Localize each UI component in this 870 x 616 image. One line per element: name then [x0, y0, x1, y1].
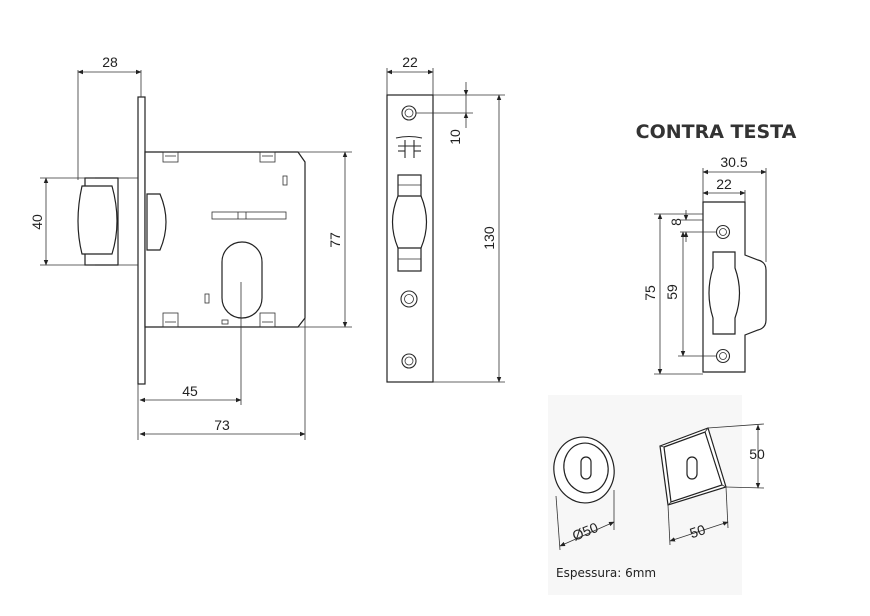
screw-hole-icon — [401, 353, 417, 369]
strike-opening — [708, 251, 741, 335]
dim-faceplate-height: 130 — [481, 226, 497, 250]
keyhole-icon — [686, 456, 698, 480]
dim-square-rose-height: 50 — [749, 446, 765, 462]
case-notch — [162, 151, 179, 163]
lever-slot — [211, 211, 287, 220]
dim-faceplate-width: 22 — [402, 54, 418, 70]
screw-hole-icon — [400, 290, 418, 308]
dim-body-width: 73 — [214, 417, 230, 433]
keyhole-icon — [221, 241, 263, 319]
case-notch — [162, 312, 179, 328]
round-rose: Ø50 — [553, 436, 615, 551]
square-rose: 50 50 — [659, 423, 765, 546]
dim-square-rose-width: 50 — [688, 521, 708, 541]
brand-logo-icon — [395, 135, 423, 158]
strike-plate-view: CONTRA TESTA 30.5 22 8 59 75 — [636, 121, 797, 375]
dim-strike-hole-spacing: 59 — [664, 284, 680, 300]
case-notch — [259, 151, 276, 163]
case-notch — [259, 312, 276, 328]
dim-strike-plate-width: 22 — [716, 176, 732, 192]
thickness-note: Espessura: 6mm — [556, 566, 656, 580]
latch-inner — [146, 193, 167, 251]
dim-front-depth: 28 — [102, 54, 118, 70]
roses-view: Ø50 50 50 Espessura: 6mm — [548, 395, 765, 595]
dim-strike-height: 75 — [642, 285, 658, 301]
dim-strike-hole-offset: 8 — [668, 218, 684, 226]
dim-body-height: 77 — [327, 232, 343, 248]
faceplate-view: 22 10 130 — [386, 54, 505, 383]
lock-faceplate-edge — [137, 96, 146, 385]
dim-strike-total-width: 30.5 — [720, 154, 747, 170]
dim-latch-height: 40 — [29, 214, 45, 230]
dim-backset: 45 — [182, 383, 198, 399]
lock-body-view: 28 40 77 45 73 — [29, 54, 352, 440]
dim-faceplate-hole-offset: 10 — [447, 129, 463, 145]
keyhole-icon — [580, 456, 592, 480]
strike-plate-title: CONTRA TESTA — [636, 121, 797, 143]
